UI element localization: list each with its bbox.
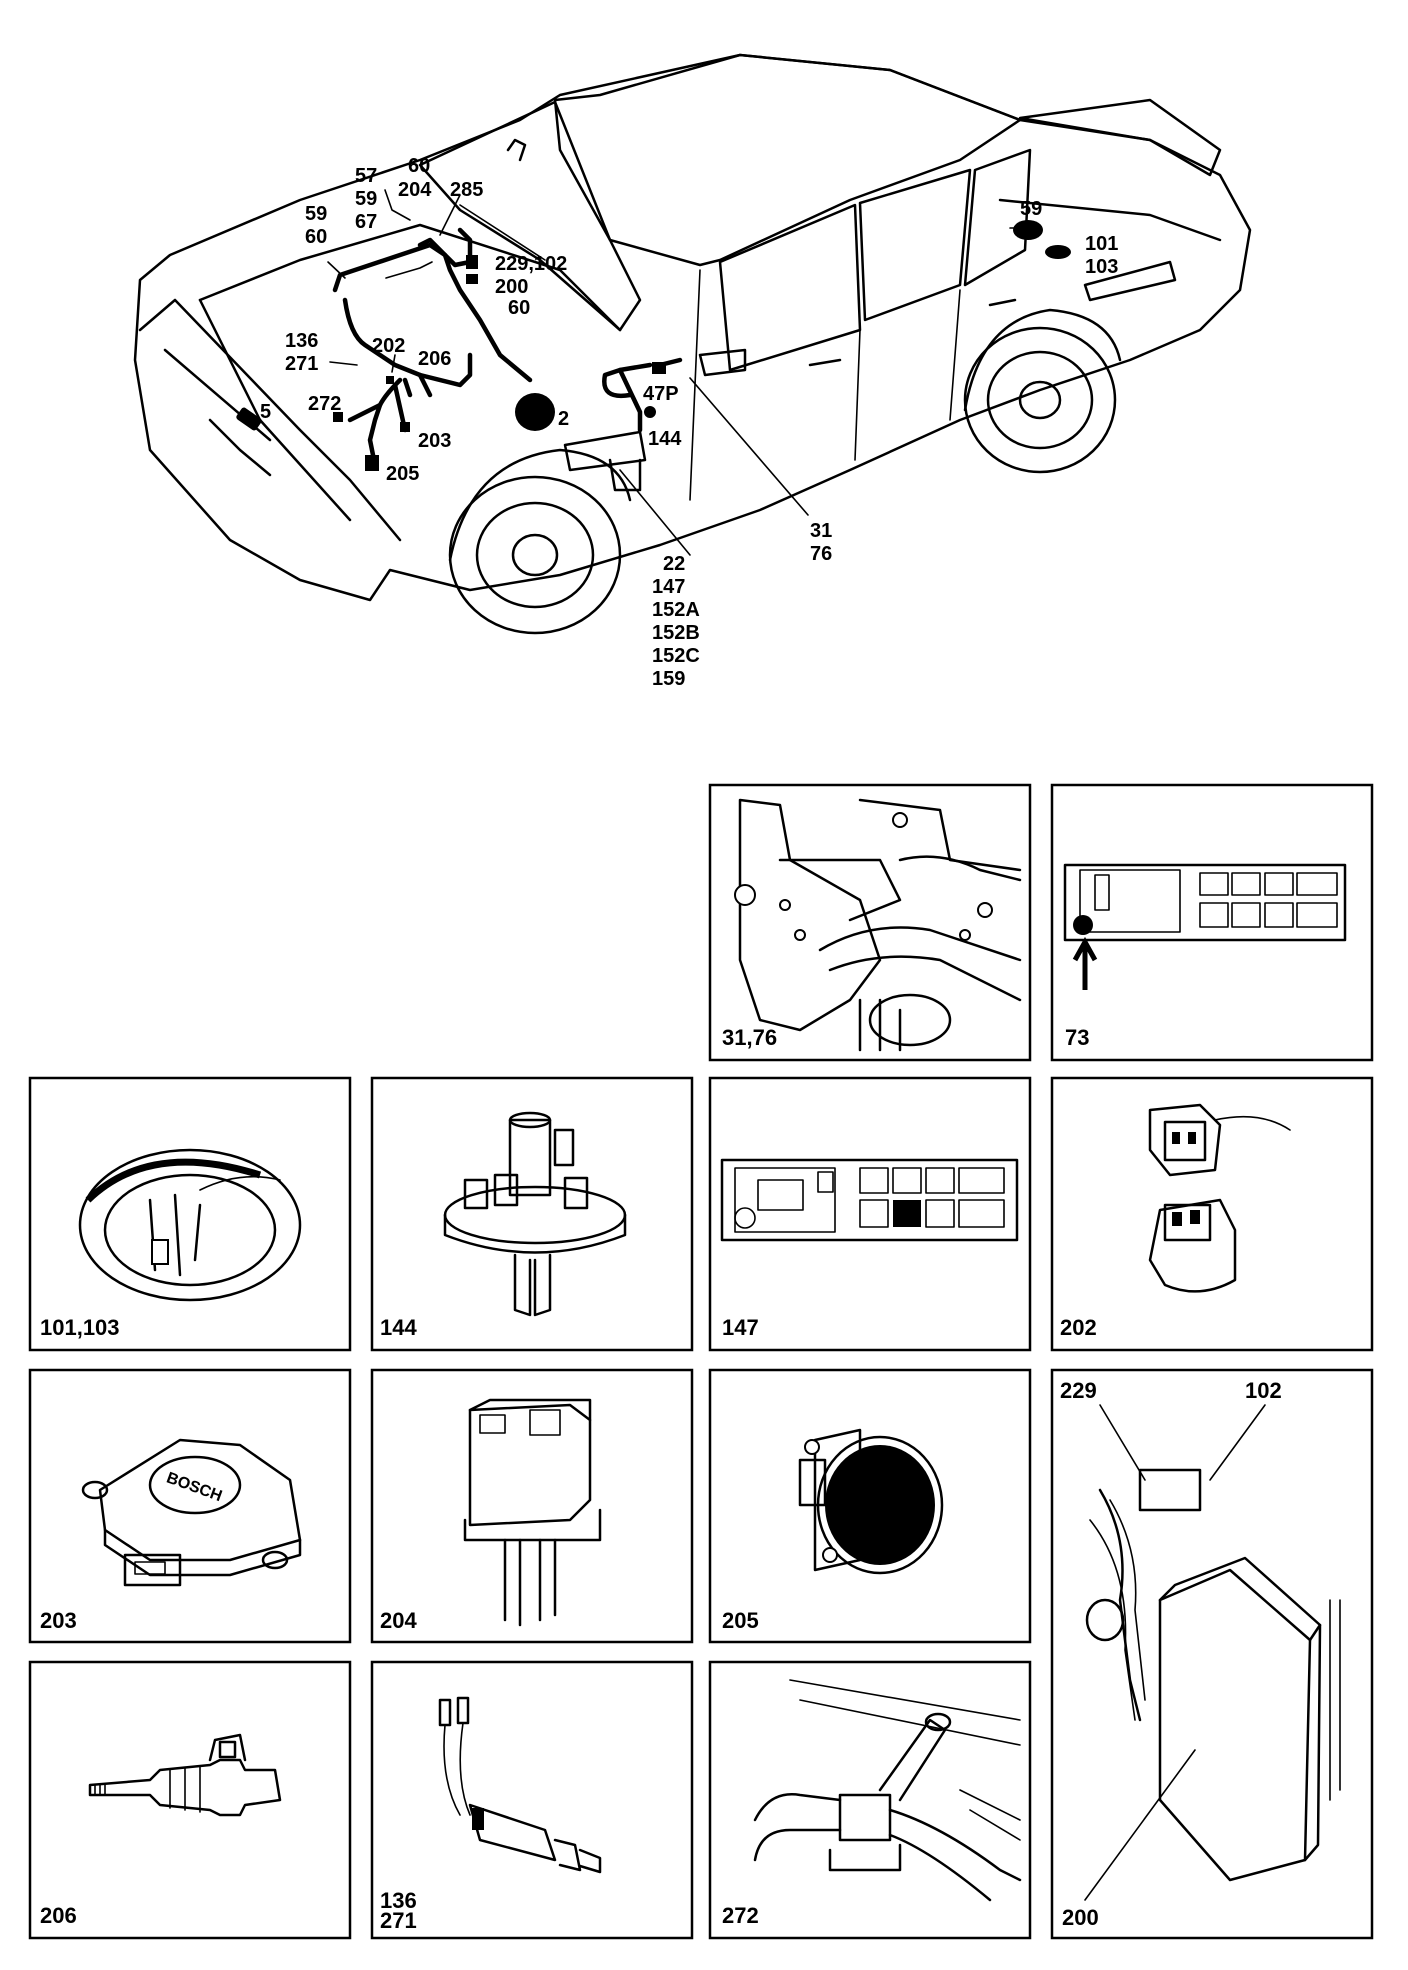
- callout-60-right: 60: [508, 297, 530, 319]
- component-203: [400, 422, 410, 432]
- callout-206: 206: [418, 348, 451, 370]
- callout-159: 159: [652, 668, 685, 690]
- callout-271: 271: [285, 353, 318, 375]
- component-2: [515, 393, 555, 431]
- panel-label-202: 202: [1060, 1315, 1097, 1340]
- panel-205: 205: [708, 1368, 1032, 1644]
- component-101-103: [1045, 245, 1071, 259]
- car-components: [236, 220, 1071, 471]
- panel-136-271: 136 271: [370, 1660, 694, 1940]
- component-229-102: [466, 255, 478, 269]
- callout-59-left: 59: [305, 203, 327, 225]
- callout-229-102: 229,102: [495, 253, 567, 275]
- callout-152b: 152B: [652, 622, 700, 644]
- callout-47p: 47P: [643, 383, 679, 405]
- panel-label-229: 229: [1060, 1378, 1097, 1403]
- panel-204: 204: [370, 1368, 694, 1644]
- component-144: [644, 406, 656, 418]
- panel-label-144: 144: [380, 1315, 417, 1340]
- panel-label-136: 136: [380, 1888, 417, 1913]
- callout-101: 101: [1085, 233, 1118, 255]
- wiring-harness: [332, 227, 683, 468]
- callout-leaders: [327, 189, 1021, 556]
- panel-203: BOSCH 203: [28, 1368, 352, 1644]
- panel-label-271: 271: [380, 1908, 417, 1933]
- panel-31-76: 31,76: [708, 783, 1032, 1062]
- callout-136: 136: [285, 330, 318, 352]
- panel-272: 272: [708, 1660, 1032, 1940]
- component-5: [236, 407, 262, 431]
- callout-59: 59: [355, 188, 377, 210]
- component-272: [333, 412, 343, 422]
- callout-60: 60: [408, 155, 430, 177]
- panel-200: 229 102 200: [1050, 1368, 1374, 1940]
- panel-label-147: 147: [722, 1315, 759, 1340]
- panel-label-73: 73: [1065, 1025, 1089, 1050]
- callout-285: 285: [450, 179, 483, 201]
- callout-200: 200: [495, 276, 528, 298]
- panel-label-200: 200: [1062, 1905, 1099, 1930]
- component-205: [365, 455, 379, 471]
- component-200: [466, 274, 478, 284]
- callout-272: 272: [308, 393, 341, 415]
- callout-31: 31: [810, 520, 832, 542]
- component-202: [386, 376, 394, 384]
- panel-label-31-76: 31,76: [722, 1025, 777, 1050]
- callout-205: 205: [386, 463, 419, 485]
- callout-147: 147: [652, 576, 685, 598]
- panel-147: 147: [708, 1076, 1032, 1352]
- panel-144: 144: [370, 1076, 694, 1352]
- panel-label-205: 205: [722, 1608, 759, 1633]
- callout-22: 22: [663, 553, 685, 575]
- callout-152a: 152A: [652, 599, 700, 621]
- callout-202: 202: [372, 335, 405, 357]
- callout-2: 2: [558, 408, 569, 430]
- callout-103: 103: [1085, 256, 1118, 278]
- callout-144: 144: [648, 428, 682, 450]
- callout-57: 57: [355, 165, 377, 187]
- callout-67: 67: [355, 211, 377, 233]
- callout-152c: 152C: [652, 645, 700, 667]
- panel-label-204: 204: [380, 1608, 417, 1633]
- callout-204: 204: [398, 179, 432, 201]
- component-47p: [652, 362, 666, 374]
- panel-label-203: 203: [40, 1608, 77, 1633]
- callout-203: 203: [418, 430, 451, 452]
- panel-label-206: 206: [40, 1903, 77, 1928]
- panel-label-101-103: 101,103: [40, 1315, 120, 1340]
- callout-60-left: 60: [305, 226, 327, 248]
- callout-59-rear: 59: [1020, 198, 1042, 220]
- panel-202: 202: [1050, 1076, 1374, 1352]
- component-59-rear: [1013, 220, 1043, 240]
- callout-76: 76: [810, 543, 832, 565]
- panel-206: 206: [28, 1660, 352, 1940]
- callout-5: 5: [260, 401, 271, 423]
- car-callout-labels: 57 59 67 60 204 285 59 60 229,102 200 60…: [260, 155, 1118, 690]
- panel-101-103: 101,103: [28, 1076, 352, 1352]
- panel-label-102: 102: [1245, 1378, 1282, 1403]
- panel-label-272: 272: [722, 1903, 759, 1928]
- panel-73: 73: [1050, 783, 1374, 1062]
